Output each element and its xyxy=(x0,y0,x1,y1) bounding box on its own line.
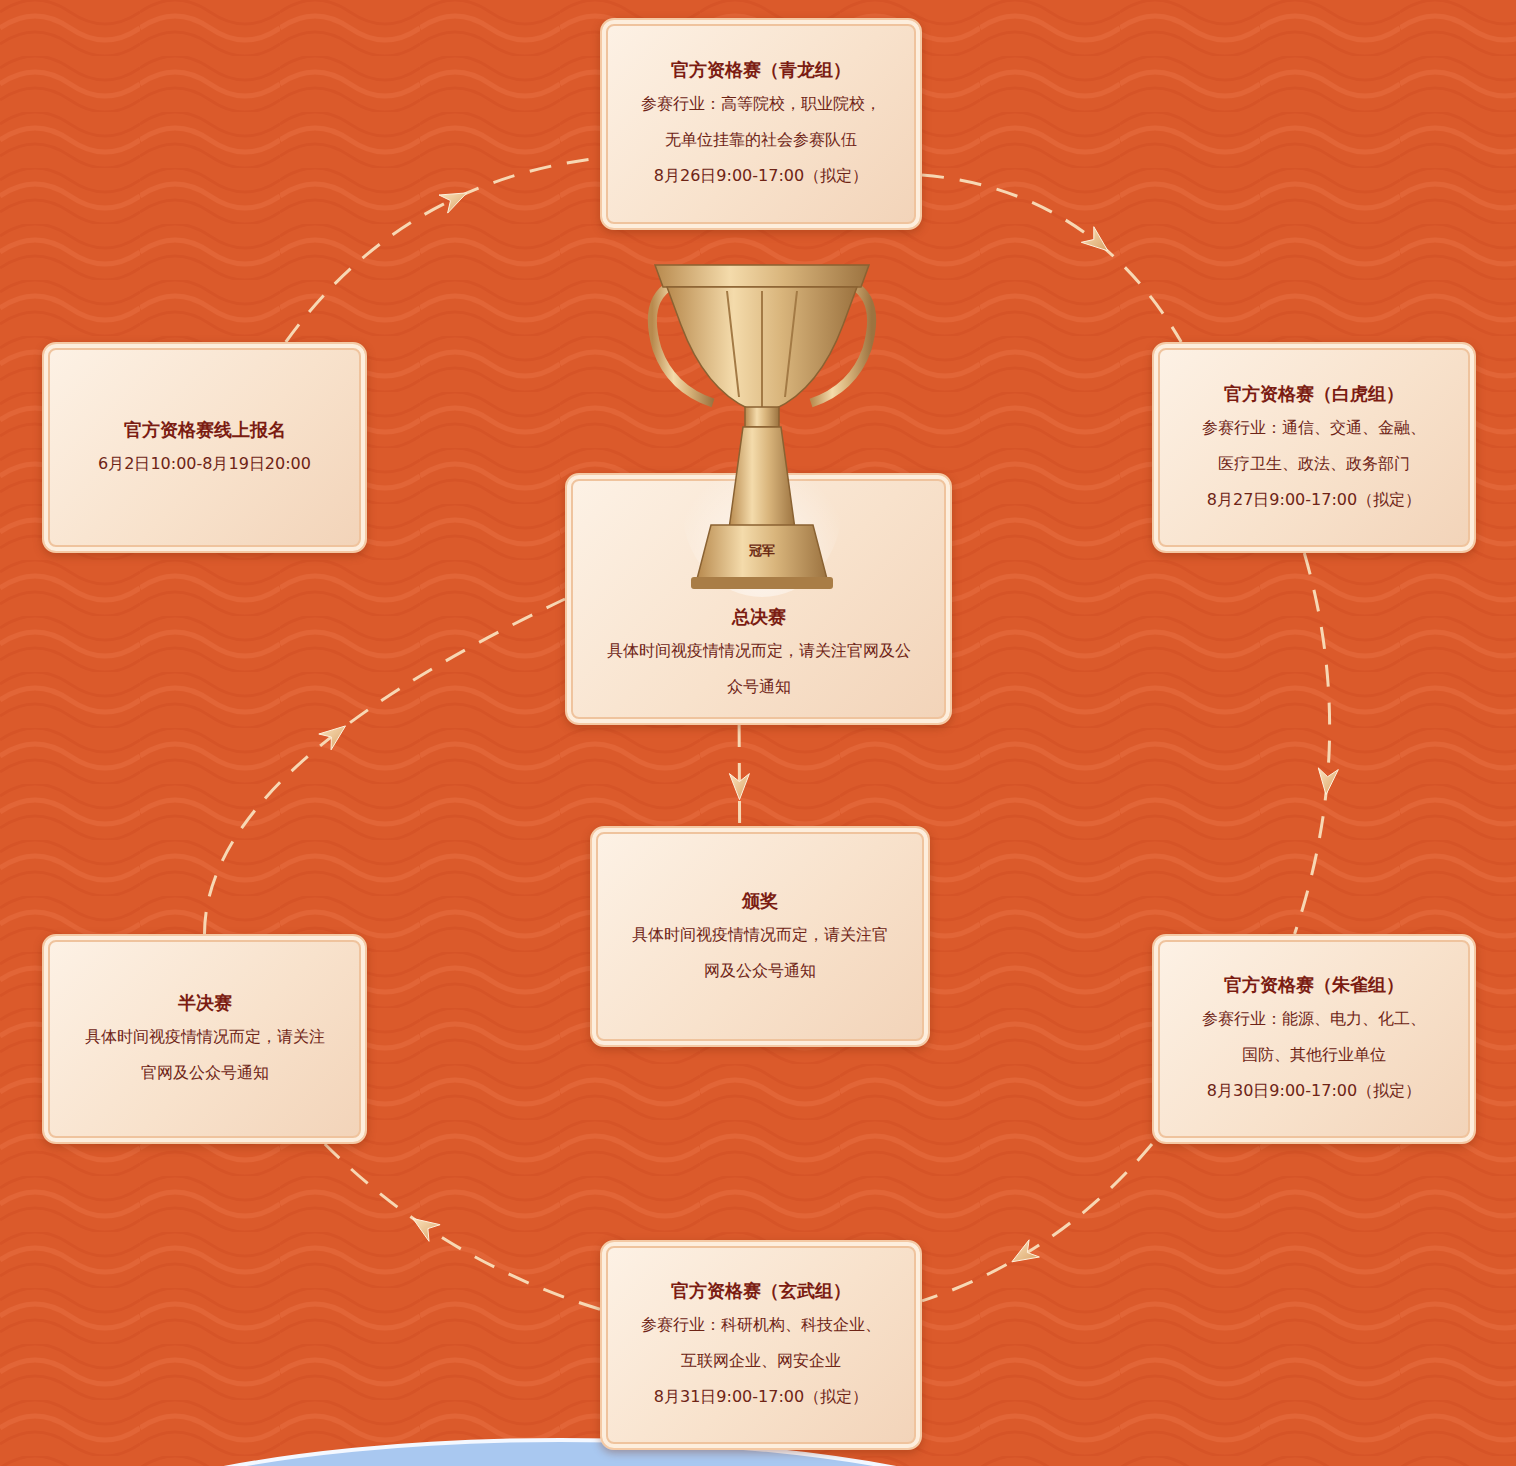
arrow-head xyxy=(413,1219,440,1242)
stage-detail: 具体时间视疫情情况而定，请关注官 网及公众号通知 xyxy=(614,917,906,989)
stage-detail: 8月31日9:00-17:00（拟定） xyxy=(654,1379,868,1415)
flow-connector xyxy=(286,158,600,342)
flow-connector xyxy=(205,599,566,934)
stage-box: 官方资格赛（玄武组）参赛行业：科研机构、科技企业、 互联网企业、网安企业8月31… xyxy=(600,1240,922,1450)
stage-detail: 8月27日9:00-17:00（拟定） xyxy=(1207,482,1421,518)
trophy-inscription: 冠军 xyxy=(748,543,775,558)
stage-detail: 8月26日9:00-17:00（拟定） xyxy=(654,158,868,194)
trophy-base xyxy=(697,525,827,579)
dashed-line xyxy=(922,175,1181,342)
dashed-line xyxy=(738,725,742,826)
flow-connector xyxy=(922,1144,1152,1301)
trophy-illustration: 冠军 xyxy=(647,257,877,597)
flow-connector xyxy=(325,1144,600,1309)
arrow-head xyxy=(729,774,749,800)
stage-title: 半决赛 xyxy=(178,987,232,1019)
stage-title: 总决赛 xyxy=(732,601,786,633)
stage-detail: 参赛行业：能源、电力、化工、 国防、其他行业单位 xyxy=(1176,1001,1452,1073)
stage-detail: 具体时间视疫情情况而定，请关注 官网及公众号通知 xyxy=(66,1019,343,1091)
stage-detail: 参赛行业：高等院校，职业院校， 无单位挂靠的社会参赛队伍 xyxy=(624,86,898,158)
flow-connector xyxy=(729,725,749,826)
dashed-line xyxy=(922,1144,1152,1301)
stage-box: 官方资格赛（白虎组）参赛行业：通信、交通、金融、 医疗卫生、政法、政务部门8月2… xyxy=(1152,342,1476,553)
stage-title: 官方资格赛（朱雀组） xyxy=(1224,969,1404,1001)
trophy-plate xyxy=(691,577,833,589)
stage-detail: 参赛行业：通信、交通、金融、 医疗卫生、政法、政务部门 xyxy=(1176,410,1452,482)
stage-detail: 8月30日9:00-17:00（拟定） xyxy=(1207,1073,1421,1109)
stage-title: 官方资格赛线上报名 xyxy=(124,414,286,446)
trophy-bowl-lines xyxy=(727,291,797,407)
stage-box: 颁奖具体时间视疫情情况而定，请关注官 网及公众号通知 xyxy=(590,826,930,1047)
stage-title: 官方资格赛（青龙组） xyxy=(671,54,851,86)
dashed-line xyxy=(1295,553,1330,934)
trophy-stem xyxy=(729,427,795,529)
arrow-head xyxy=(1318,768,1338,795)
arrow-head xyxy=(439,193,467,213)
dashed-line xyxy=(205,599,566,934)
trophy-bowl xyxy=(667,287,857,409)
trophy-glow xyxy=(682,417,842,597)
stage-box: 半决赛具体时间视疫情情况而定，请关注 官网及公众号通知 xyxy=(42,934,367,1144)
stage-detail: 具体时间视疫情情况而定，请关注官网及公 众号通知 xyxy=(589,633,928,705)
trophy-neck xyxy=(745,407,779,427)
stage-box: 官方资格赛（朱雀组）参赛行业：能源、电力、化工、 国防、其他行业单位8月30日9… xyxy=(1152,934,1476,1144)
stage-box: 冠军 总决赛具体时间视疫情情况而定，请关注官网及公 众号通知 xyxy=(565,473,952,725)
stage-box: 官方资格赛线上报名6月2日10:00-8月19日20:00 xyxy=(42,342,367,553)
arrow-head xyxy=(1081,227,1108,251)
flow-connector xyxy=(1295,553,1339,934)
blue-arc xyxy=(0,1440,1120,1466)
trophy-rim xyxy=(655,265,869,287)
stage-title: 颁奖 xyxy=(742,885,778,917)
dashed-line xyxy=(325,1144,600,1309)
stage-title: 官方资格赛（玄武组） xyxy=(671,1275,851,1307)
stage-detail: 6月2日10:00-8月19日20:00 xyxy=(98,446,311,482)
dashed-line xyxy=(286,158,600,342)
flow-connector xyxy=(922,175,1181,342)
arrow-head xyxy=(1012,1240,1040,1262)
arrow-head xyxy=(319,726,346,750)
stage-title: 官方资格赛（白虎组） xyxy=(1224,378,1404,410)
stage-detail: 参赛行业：科研机构、科技企业、 互联网企业、网安企业 xyxy=(624,1307,898,1379)
stage-box: 官方资格赛（青龙组）参赛行业：高等院校，职业院校， 无单位挂靠的社会参赛队伍8月… xyxy=(600,18,922,230)
